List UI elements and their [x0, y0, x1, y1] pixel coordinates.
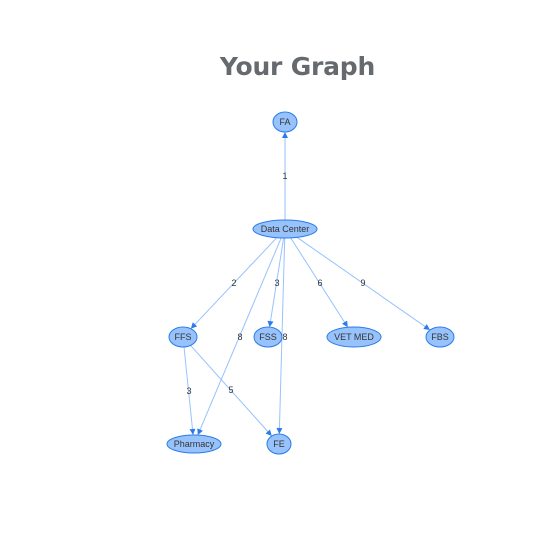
arrowhead-icon	[342, 320, 348, 328]
edge-label: 6	[317, 278, 322, 288]
graph-node-fss[interactable]: FSS	[253, 326, 283, 348]
node-ellipse[interactable]	[425, 326, 455, 348]
node-label: FSS	[259, 332, 277, 342]
edge-dc-to-ph[interactable]	[198, 237, 282, 432]
edge-label: 8	[282, 332, 287, 342]
edge-label: 8	[237, 332, 242, 342]
page-title: Your Graph	[219, 52, 376, 81]
edge-labels-layer: 1 2 3 6 9 8 8 3 5	[186, 171, 365, 396]
arrowhead-icon	[190, 322, 198, 329]
edge-dc-to-ffs[interactable]	[193, 237, 278, 327]
arrowhead-icon	[265, 429, 272, 436]
graph-node-fa[interactable]: FA	[272, 111, 298, 133]
node-label: FBS	[431, 332, 449, 342]
edge-ffs-to-fe[interactable]	[190, 345, 270, 434]
edge-label: 3	[274, 278, 279, 288]
graph-node-ph[interactable]: Pharmacy	[166, 434, 222, 454]
node-label: Pharmacy	[174, 439, 215, 449]
node-label: FE	[273, 439, 285, 449]
edge-label: 9	[360, 278, 365, 288]
node-label: FFS	[175, 332, 192, 342]
graph-node-dc[interactable]: Data Center	[252, 219, 318, 239]
node-label: Data Center	[261, 224, 310, 234]
arrowhead-icon	[282, 132, 288, 138]
node-ellipse[interactable]	[272, 111, 298, 133]
edge-ffs-to-ph[interactable]	[183, 346, 194, 432]
graph-node-fbs[interactable]: FBS	[425, 326, 455, 348]
edge-label: 3	[186, 386, 191, 396]
graph-node-vet[interactable]: VET MED	[326, 326, 382, 348]
edge-dc-to-fss[interactable]	[269, 237, 285, 324]
edge-dc-to-fe[interactable]	[278, 237, 286, 431]
node-label: FA	[279, 117, 290, 127]
arrowhead-icon	[423, 324, 430, 330]
arrowhead-icon	[267, 320, 274, 328]
arrowhead-icon	[197, 428, 203, 436]
edge-label: 1	[282, 171, 287, 181]
node-label: VET MED	[334, 332, 374, 342]
edge-label: 2	[231, 278, 236, 288]
graph-node-fe[interactable]: FE	[266, 433, 292, 455]
edge-label: 5	[228, 385, 233, 395]
node-ellipse[interactable]	[266, 433, 292, 455]
node-ellipse[interactable]	[326, 326, 382, 348]
node-ellipse[interactable]	[166, 434, 222, 454]
node-ellipse[interactable]	[253, 326, 283, 348]
graph-node-ffs[interactable]: FFS	[168, 326, 198, 348]
edges-layer	[183, 132, 430, 436]
edge-dc-to-fbs[interactable]	[296, 236, 427, 329]
node-ellipse[interactable]	[252, 219, 318, 239]
node-ellipse[interactable]	[168, 326, 198, 348]
arrowhead-icon	[276, 427, 283, 434]
arrowhead-icon	[189, 428, 196, 435]
edge-dc-to-vet[interactable]	[290, 237, 347, 325]
